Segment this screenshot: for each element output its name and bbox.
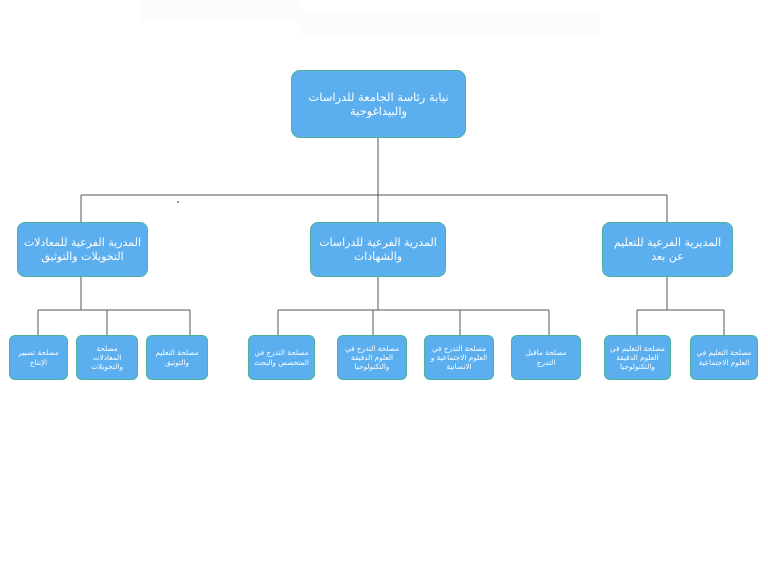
node-service-graduation-exact-sciences[interactable]: مصلحة التدرج في العلوم الدقيقة والتكنولو… bbox=[337, 335, 407, 380]
node-service-production-management[interactable]: مصلحة تسيير الإنتاج bbox=[9, 335, 68, 380]
node-subdirectorate-distance-learning[interactable]: المديرية الفرعية للتعليم عن بعد bbox=[602, 222, 733, 277]
node-service-equivalences-transfers[interactable]: مصلحة المعادلات والتحويلات bbox=[76, 335, 138, 380]
node-service-teaching-exact-sciences[interactable]: مصلحة التعليم في العلوم الدقيقة والتكنول… bbox=[604, 335, 671, 380]
node-subdirectorate-equivalences[interactable]: المدرية الفرعية للمعادلات التحويلات والت… bbox=[17, 222, 148, 277]
node-service-teaching-documentation[interactable]: مصلحة التعليم والتوثيق bbox=[146, 335, 208, 380]
node-service-graduation-social-sciences[interactable]: مصلحة التدرج في العلوم الاجتماعية و الان… bbox=[424, 335, 494, 380]
node-root-vice-presidency[interactable]: نيابة رئاسة الجامعة للدراسات والبيداغوجي… bbox=[291, 70, 466, 138]
node-subdirectorate-studies-certificates[interactable]: المدرية الفرعية للدراسات والشهادات bbox=[310, 222, 446, 277]
scan-artifact-dot bbox=[177, 201, 179, 203]
scan-artifact bbox=[140, 0, 300, 22]
node-service-pre-graduation[interactable]: مصلحة ماقبل التدرج bbox=[511, 335, 581, 380]
scan-artifact bbox=[300, 10, 600, 36]
node-service-graduation-specialized-research[interactable]: مصلحة التدرج في المتخصص والبحث bbox=[248, 335, 315, 380]
node-service-teaching-social-sciences[interactable]: مصلحة التعليم في العلوم الاجتماعية bbox=[690, 335, 758, 380]
